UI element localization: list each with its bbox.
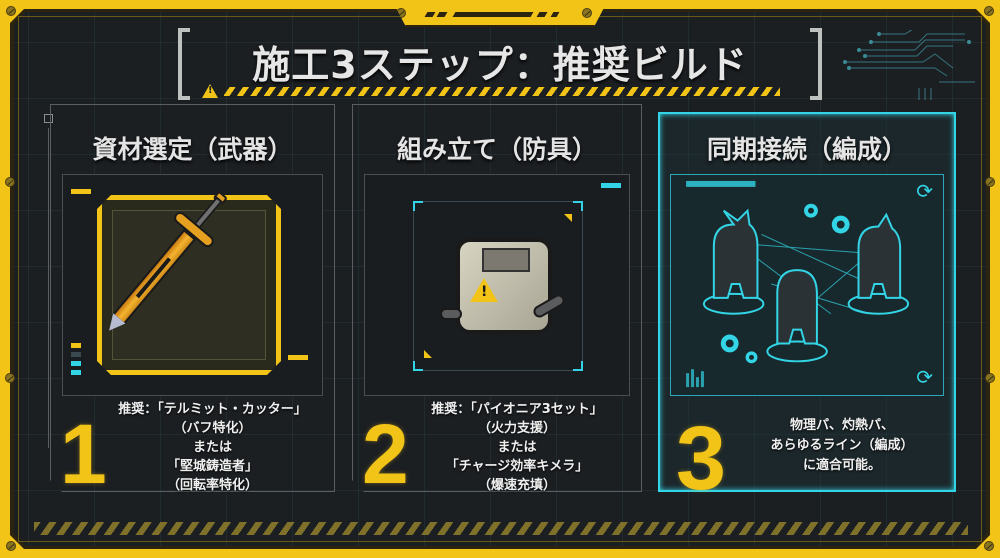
step-number: 1	[60, 407, 107, 501]
circuit-decoration	[843, 30, 975, 100]
step-description: 物理パ、灼熱パ、 あらゆるライン（編成） に適合可能。	[770, 418, 914, 473]
step-card-1: 資材選定（武器） 1 推奨：「テルミット・カッター」 （バフ特化） または 「堅…	[50, 112, 335, 496]
bracket-right	[810, 28, 822, 100]
top-tab-decoration	[392, 0, 608, 27]
bottom-hazard-stripe	[34, 522, 968, 535]
rail-node	[44, 114, 53, 123]
step-card-3: 同期接続（編成）	[658, 112, 956, 504]
status-bar	[288, 355, 308, 360]
status-swatches	[71, 343, 81, 375]
screw-icon	[985, 373, 995, 383]
card-outline	[352, 104, 642, 492]
sync-icon: ⟳	[916, 179, 933, 203]
status-bar	[71, 189, 91, 194]
hazard-stripe	[224, 86, 780, 96]
screw-icon	[6, 541, 16, 551]
step-heading: 資材選定（武器）	[92, 135, 293, 164]
bracket-left	[178, 28, 190, 100]
screw-icon	[984, 541, 994, 551]
step-description: 推奨：「テルミット・カッター」 （バフ特化） または 「堅城鋳造者」 （回転率特…	[118, 402, 307, 493]
warning-icon	[470, 278, 498, 302]
step-number: 3	[676, 409, 727, 509]
screw-icon	[5, 373, 15, 383]
title-hazard-row	[202, 84, 780, 98]
step-number: 2	[362, 407, 409, 501]
screw-icon	[582, 8, 592, 18]
sync-icon: ⟳	[916, 365, 933, 389]
page-title: 施工3ステップ：推奨ビルド	[252, 43, 748, 87]
screw-icon	[985, 177, 995, 187]
weapon-panel	[62, 174, 323, 396]
cube-frame	[413, 201, 583, 371]
step-description: 推奨：「パイオニア3セット」 （火力支援） または 「チャージ効率キメラ」 （爆…	[431, 402, 603, 493]
step-heading: 組み立て（防具）	[396, 135, 597, 164]
title-block: 施工3ステップ：推奨ビルド	[178, 28, 822, 100]
screw-icon	[5, 177, 15, 187]
card-outline	[50, 104, 335, 492]
cube-arm	[440, 308, 462, 320]
warning-icon	[202, 84, 218, 98]
screw-icon	[6, 6, 16, 16]
screw-icon	[984, 6, 994, 16]
step-heading: 同期接続（編成）	[706, 135, 907, 164]
status-bar	[601, 183, 621, 188]
team-sync-icon	[686, 180, 910, 388]
step-card-2: 組み立て（防具） 2 推奨：「パイオニア3セット」 （火力支援） または 「チャ…	[352, 112, 642, 496]
armor-panel	[364, 174, 630, 396]
team-panel: ⟳ ⟳	[670, 174, 944, 396]
armor-cube-icon	[456, 238, 552, 334]
left-rail	[48, 128, 49, 448]
